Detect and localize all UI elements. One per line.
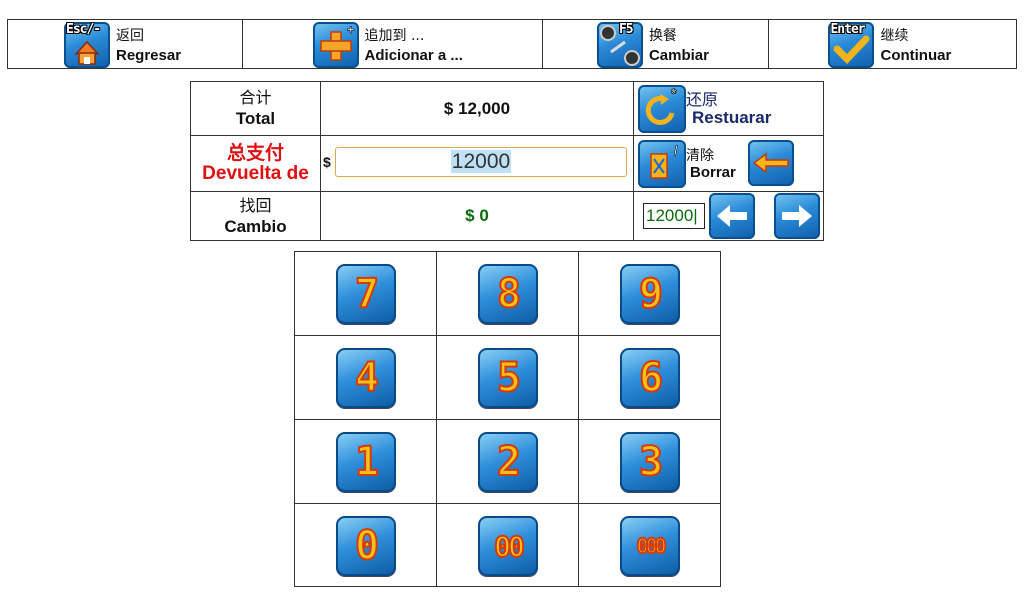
swap-label-es: Cambiar [648, 47, 709, 64]
key-9[interactable]: 9 [620, 264, 680, 324]
continue-label-zh: 继续 [880, 28, 909, 44]
add-label-zh: 追加到 ... [364, 28, 425, 44]
restore-label-zh: 还原 [686, 90, 719, 109]
key-3[interactable]: 3 [620, 432, 680, 492]
currency-symbol: $ [323, 154, 331, 170]
swap-shape [599, 25, 640, 66]
clear-button[interactable]: / [638, 140, 686, 188]
change-value: $ 0 [321, 192, 634, 240]
plus-shape: + [319, 22, 355, 61]
backspace-button[interactable] [748, 140, 794, 186]
arrow-left-icon [717, 205, 747, 227]
change-row: 找回 Cambio $ 0 12000| [191, 192, 823, 240]
swap-meal-button[interactable]: F5 换餐 Cambiar [543, 20, 770, 68]
key-2[interactable]: 2 [478, 432, 538, 492]
key-7[interactable]: 7 [336, 264, 396, 324]
svg-text:*: * [671, 85, 677, 101]
restore-label-es: Restuarar [692, 108, 772, 127]
check-shape [833, 35, 870, 65]
clear-label-es: Borrar [690, 164, 736, 181]
key-8[interactable]: 8 [478, 264, 538, 324]
clear-label-zh: 清除 [686, 148, 714, 164]
key-0[interactable]: 0 [336, 516, 396, 576]
swap-icon: F5 [596, 22, 643, 68]
total-row: 合计 Total $ 12,000 * 还原 Restuarar [191, 82, 823, 136]
key-4[interactable]: 4 [336, 348, 396, 408]
key-1[interactable]: 1 [336, 432, 396, 492]
restore-button[interactable]: * 还原 Restuarar [634, 82, 823, 135]
paid-row: 总支付 Devuelta de $ 12000 / 清除 Borrar [191, 136, 823, 192]
total-label: 合计 Total [191, 82, 321, 135]
continue-button[interactable]: Enter 继续 Continuar [769, 20, 1016, 68]
cursor-left-button[interactable] [709, 193, 755, 239]
key-000[interactable]: 000 [620, 516, 680, 576]
arrow-right-icon [782, 205, 812, 227]
paid-amount-input[interactable]: 12000 [335, 147, 627, 177]
back-button[interactable]: Esc/- 返回 Regresar [8, 20, 243, 68]
key-5[interactable]: 5 [478, 348, 538, 408]
top-toolbar: Esc/- 返回 Regresar + 追加到 ... Adicionar a … [7, 19, 1017, 69]
checkmark-icon: Enter [828, 22, 875, 68]
add-to-button[interactable]: + 追加到 ... Adicionar a ... [243, 20, 543, 68]
key-6[interactable]: 6 [620, 348, 680, 408]
restore-icon: * [638, 85, 686, 133]
home-icon: Esc/- [64, 22, 110, 68]
back-label-es: Regresar [116, 47, 182, 64]
total-value: $ 12,000 [321, 82, 634, 135]
paid-label: 总支付 Devuelta de [191, 136, 321, 191]
continue-label-es: Continuar [880, 47, 952, 64]
backspace-arrow-icon [752, 152, 789, 174]
plus-icon: + [312, 22, 359, 68]
svg-text:/: / [674, 143, 678, 158]
entry-field[interactable]: 12000| [643, 203, 705, 229]
house-shape [74, 40, 100, 65]
numeric-keypad: 7 8 9 4 5 6 1 2 3 0 00 000 [294, 251, 721, 587]
clear-icon: / [650, 143, 678, 179]
key-00[interactable]: 00 [478, 516, 538, 576]
swap-label-zh: 换餐 [648, 28, 677, 44]
add-label-es: Adicionar a ... [364, 47, 463, 64]
svg-text:+: + [347, 22, 355, 37]
back-label-zh: 返回 [116, 28, 144, 44]
cursor-right-button[interactable] [774, 193, 820, 239]
change-label: 找回 Cambio [191, 192, 321, 240]
payment-table: 合计 Total $ 12,000 * 还原 Restuarar 总支付 Dev… [190, 81, 824, 241]
